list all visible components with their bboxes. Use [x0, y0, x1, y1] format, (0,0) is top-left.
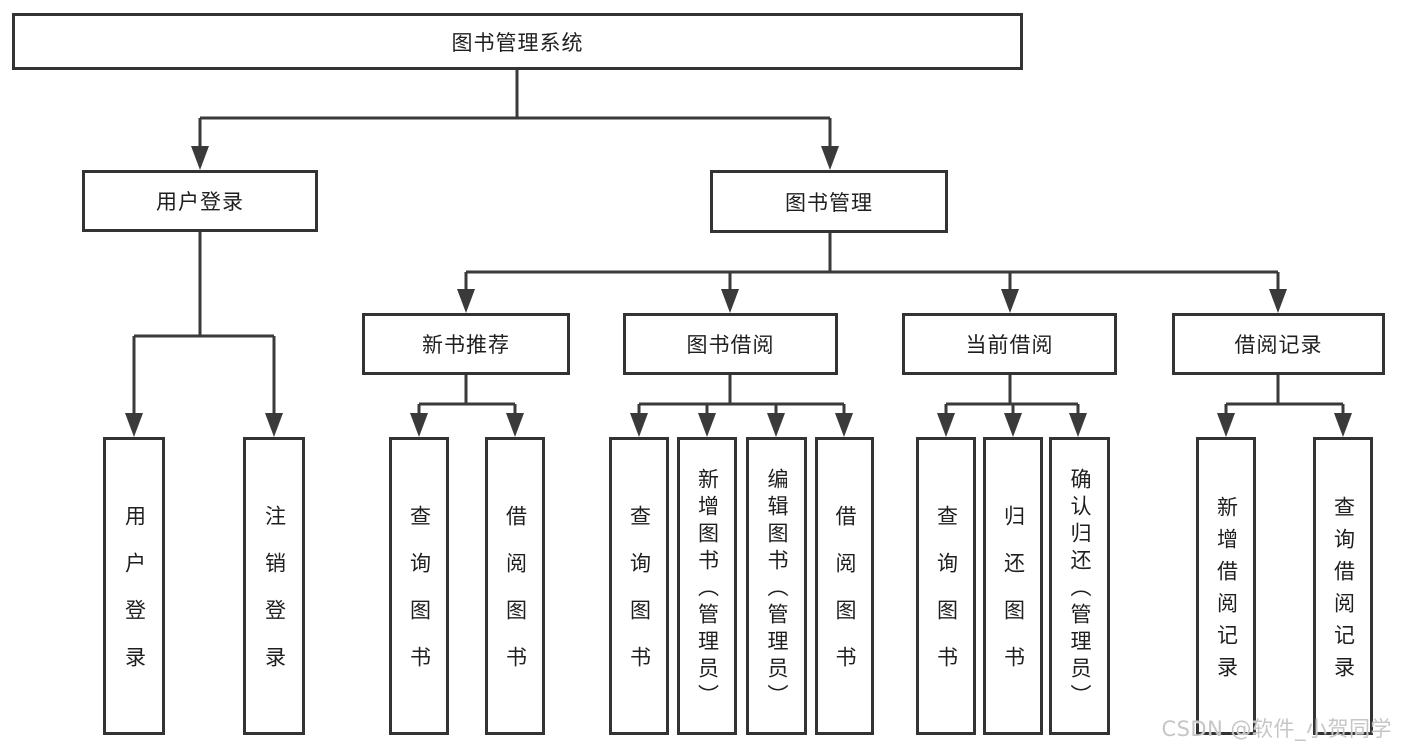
- node-user-login-label: 用户登录: [156, 190, 244, 214]
- leaf-add-book-admin-label: 新增图书（管理员）: [695, 467, 720, 711]
- leaf-add-borrow-record: 新增借阅记录: [1196, 437, 1256, 735]
- leaf-borrow-books-borrow: 借阅图书: [815, 437, 874, 735]
- node-book-mgmt-label: 图书管理: [785, 190, 873, 215]
- leaf-logout-label: 注销登录: [262, 505, 287, 693]
- node-book-mgmt: 图书管理: [710, 170, 948, 233]
- leaf-query-books-newrec-label: 查询图书: [407, 505, 432, 693]
- connector-arrowheads: [125, 146, 1352, 437]
- leaf-confirm-return-admin-label: 确认归还（管理员）: [1068, 467, 1092, 711]
- leaf-add-borrow-record-label: 新增借阅记录: [1214, 495, 1239, 688]
- leaf-edit-book-admin-label: 编辑图书（管理员）: [765, 467, 789, 711]
- node-current-borrow: 当前借阅: [902, 313, 1117, 375]
- leaf-borrow-books-newrec: 借阅图书: [485, 437, 545, 735]
- node-borrow-records: 借阅记录: [1172, 313, 1385, 375]
- leaf-return-book-label: 归还图书: [1001, 505, 1026, 693]
- leaf-borrow-books-newrec-label: 借阅图书: [503, 505, 528, 693]
- leaf-query-books-current-label: 查询图书: [934, 505, 959, 693]
- leaf-logout: 注销登录: [243, 437, 305, 735]
- node-new-book-rec: 新书推荐: [362, 313, 570, 375]
- node-current-borrow-label: 当前借阅: [965, 333, 1054, 357]
- node-book-borrow: 图书借阅: [623, 313, 838, 375]
- node-root-label: 图书管理系统: [451, 30, 584, 55]
- leaf-add-book-admin: 新增图书（管理员）: [677, 437, 737, 735]
- leaf-user-login: 用户登录: [103, 437, 165, 735]
- leaf-edit-book-admin: 编辑图书（管理员）: [746, 437, 807, 735]
- leaf-borrow-books-borrow-label: 借阅图书: [833, 505, 857, 693]
- leaf-query-books-borrow: 查询图书: [609, 437, 669, 735]
- node-new-book-rec-label: 新书推荐: [422, 333, 510, 357]
- leaf-return-book: 归还图书: [983, 437, 1043, 735]
- leaf-confirm-return-admin: 确认归还（管理员）: [1049, 437, 1110, 735]
- leaf-user-login-label: 用户登录: [122, 505, 147, 693]
- leaf-query-books-newrec: 查询图书: [389, 437, 449, 735]
- leaf-query-borrow-record: 查询借阅记录: [1313, 437, 1373, 735]
- node-user-login: 用户登录: [82, 170, 318, 232]
- node-book-borrow-label: 图书借阅: [686, 333, 775, 357]
- node-root: 图书管理系统: [12, 13, 1023, 70]
- node-borrow-records-label: 借阅记录: [1234, 333, 1323, 357]
- leaf-query-books-borrow-label: 查询图书: [627, 505, 652, 693]
- watermark-text: CSDN @软件_小贺同学: [1161, 717, 1392, 741]
- leaf-query-books-current: 查询图书: [916, 437, 976, 735]
- leaf-query-borrow-record-label: 查询借阅记录: [1331, 495, 1356, 688]
